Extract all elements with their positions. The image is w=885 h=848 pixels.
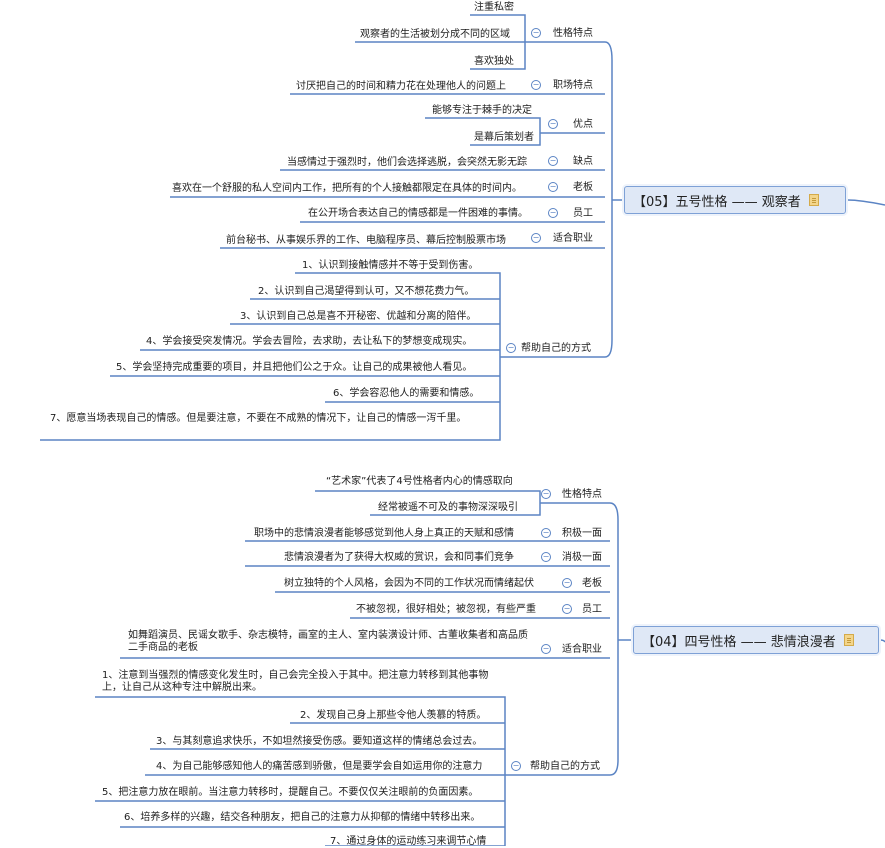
five-cat-strengths[interactable]: 优点 — [573, 119, 593, 130]
four-cat-boss[interactable]: 老板 — [582, 578, 602, 589]
collapse-toggle-icon[interactable]: − — [562, 578, 572, 588]
five-help-7[interactable]: 7、愿意当场表现自己的情感。但是要注意，不要在不成熟的情况下，让自己的情感一泻千… — [50, 413, 467, 424]
four-trait-1[interactable]: “艺术家”代表了4号性格者内心的情感取向 — [326, 476, 513, 487]
collapse-toggle-icon[interactable]: − — [548, 182, 558, 192]
four-negative-leaf[interactable]: 悲情浪漫者为了获得大权威的赏识，会和同事们竞争 — [284, 552, 514, 563]
collapse-toggle-icon[interactable]: − — [541, 552, 551, 562]
main-topic-five[interactable]: 【05】五号性格 —— 观察者 — [624, 186, 846, 214]
collapse-toggle-icon[interactable]: − — [562, 604, 572, 614]
five-cat-traits[interactable]: 性格特点 — [553, 28, 593, 39]
four-cat-positive[interactable]: 积极一面 — [562, 528, 602, 539]
collapse-toggle-icon[interactable]: − — [541, 528, 551, 538]
collapse-toggle-icon[interactable]: − — [548, 156, 558, 166]
five-employee-leaf[interactable]: 在公开场合表达自己的情感都是一件困难的事情。 — [308, 208, 528, 219]
five-trait-2[interactable]: 观察者的生活被划分成不同的区域 — [360, 29, 510, 40]
five-help-2[interactable]: 2、认识到自己渴望得到认可，又不想花费力气。 — [258, 286, 475, 297]
four-help-2[interactable]: 2、发现自己身上那些令他人羡慕的特质。 — [300, 710, 487, 721]
four-help-3[interactable]: 3、与其刻意追求快乐，不如坦然接受伤感。要知道这样的情绪总会过去。 — [156, 736, 483, 747]
five-strength-2[interactable]: 是幕后策划者 — [474, 132, 534, 143]
five-boss-leaf[interactable]: 喜欢在一个舒服的私人空间内工作，把所有的个人接触都限定在具体的时间内。 — [172, 183, 522, 194]
four-cat-employee[interactable]: 员工 — [582, 604, 602, 615]
main-topic-four-title: 【04】四号性格 —— 悲情浪漫者 — [642, 634, 836, 650]
main-topic-five-title: 【05】五号性格 —— 观察者 — [633, 194, 801, 210]
five-help-5[interactable]: 5、学会坚持完成重要的项目，并且把他们公之于众。让自己的成果被他人看见。 — [116, 362, 473, 373]
four-trait-2[interactable]: 经常被遥不可及的事物深深吸引 — [378, 502, 518, 513]
four-cat-help[interactable]: 帮助自己的方式 — [530, 761, 600, 772]
five-workplace-leaf[interactable]: 讨厌把自己的时间和精力花在处理他人的问题上 — [296, 81, 506, 92]
four-help-6[interactable]: 6、培养多样的兴趣，结交各种朋友，把自己的注意力从抑郁的情绪中转移出来。 — [124, 812, 481, 823]
five-cat-help[interactable]: 帮助自己的方式 — [521, 343, 591, 354]
four-cat-traits[interactable]: 性格特点 — [562, 489, 602, 500]
five-cat-employee[interactable]: 员工 — [573, 208, 593, 219]
collapse-toggle-icon[interactable]: − — [531, 233, 541, 243]
collapse-toggle-icon[interactable]: − — [506, 343, 516, 353]
four-cat-negative[interactable]: 消极一面 — [562, 552, 602, 563]
four-help-1[interactable]: 1、注意到当强烈的情感变化发生时，自己会完全投入于其中。把注意力转移到其他事物上… — [102, 670, 489, 693]
five-help-3[interactable]: 3、认识到自己总是喜不开秘密、优越和分离的陪伴。 — [240, 311, 477, 322]
four-boss-leaf[interactable]: 树立独特的个人风格，会因为不同的工作状况而情绪起伏 — [284, 578, 534, 589]
four-help-5[interactable]: 5、把注意力放在眼前。当注意力转移时，提醒自己。不要仅仅关注眼前的负面因素。 — [102, 787, 479, 798]
five-cat-jobs[interactable]: 适合职业 — [553, 233, 593, 244]
five-strength-1[interactable]: 能够专注于棘手的决定 — [432, 105, 532, 116]
five-help-4[interactable]: 4、学会接受突发情况。学会去冒险，去求助，去让私下的梦想变成现实。 — [146, 336, 473, 347]
four-positive-leaf[interactable]: 职场中的悲情浪漫者能够感觉到他人身上真正的天赋和感情 — [254, 528, 514, 539]
five-trait-3[interactable]: 喜欢独处 — [474, 56, 514, 67]
four-help-7[interactable]: 7、通过身体的运动练习来调节心情 — [330, 836, 487, 847]
note-icon[interactable] — [843, 634, 854, 646]
five-cat-boss[interactable]: 老板 — [573, 182, 593, 193]
four-jobs-leaf[interactable]: 如舞蹈演员、民谣女歌手、杂志模特，画室的主人、室内装潢设计师、古董收集者和高品质… — [128, 630, 528, 653]
five-cat-workplace[interactable]: 职场特点 — [553, 80, 593, 91]
five-cat-weaknesses[interactable]: 缺点 — [573, 156, 593, 167]
four-cat-jobs[interactable]: 适合职业 — [562, 644, 602, 655]
main-topic-four[interactable]: 【04】四号性格 —— 悲情浪漫者 — [633, 626, 879, 654]
collapse-toggle-icon[interactable]: − — [548, 119, 558, 129]
collapse-toggle-icon[interactable]: − — [531, 80, 541, 90]
collapse-toggle-icon[interactable]: − — [541, 644, 551, 654]
collapse-toggle-icon[interactable]: − — [541, 489, 551, 499]
collapse-toggle-icon[interactable]: − — [531, 28, 541, 38]
five-weakness-leaf[interactable]: 当感情过于强烈时，他们会选择逃脱，会突然无影无踪 — [287, 157, 527, 168]
five-jobs-leaf[interactable]: 前台秘书、从事娱乐界的工作、电脑程序员、幕后控制股票市场 — [226, 235, 506, 246]
collapse-toggle-icon[interactable]: − — [511, 761, 521, 771]
collapse-toggle-icon[interactable]: − — [548, 208, 558, 218]
five-help-6[interactable]: 6、学会容忍他人的需要和情感。 — [333, 388, 480, 399]
five-trait-1[interactable]: 注重私密 — [474, 2, 514, 13]
note-icon[interactable] — [808, 194, 819, 206]
five-help-1[interactable]: 1、认识到接触情感并不等于受到伤害。 — [302, 260, 479, 271]
four-employee-leaf[interactable]: 不被忽视，很好相处；被忽视，有些严重 — [356, 604, 536, 615]
four-help-4[interactable]: 4、为自己能够感知他人的痛苦感到骄傲，但是要学会自如运用你的注意力 — [156, 761, 483, 772]
